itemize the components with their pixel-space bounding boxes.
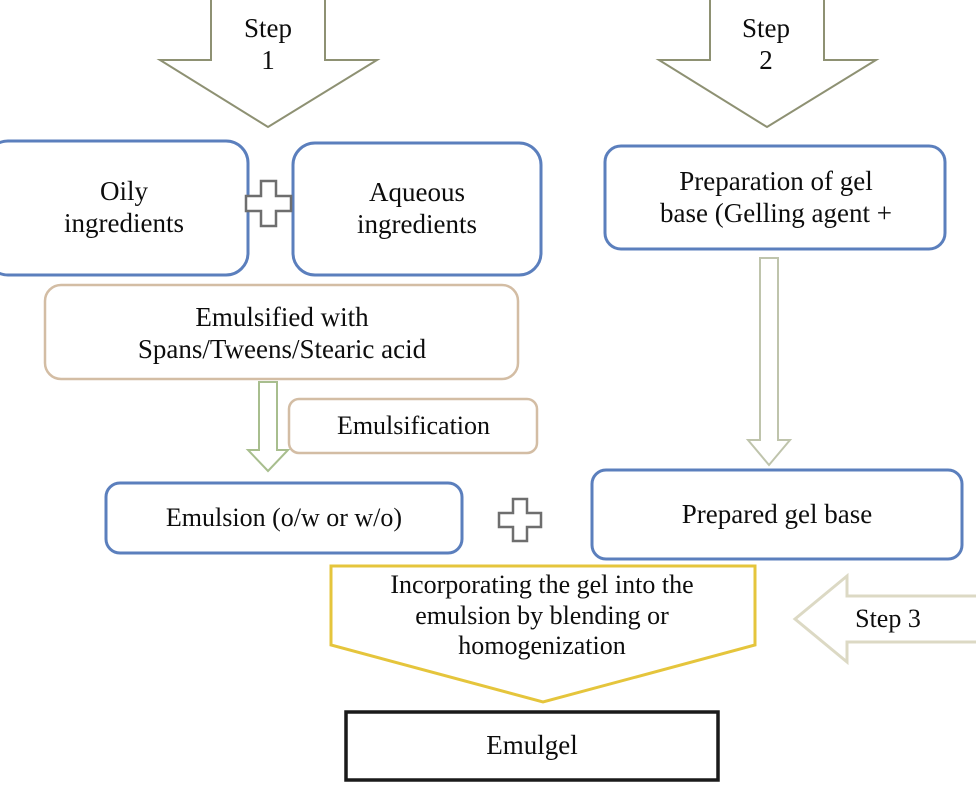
oily-ingredients-label: Oily ingredients [64,175,184,238]
plus-emulsion-gel-shape [497,497,543,543]
emulsified-with-label: Emulsified with Spans/Tweens/Stearic aci… [137,302,427,364]
incorporating-gel-label: Incorporating the gel into the emulsion … [390,569,694,661]
arrow-gelbase-down-shape [745,257,793,467]
aqueous-ingredients-label: Aqueous ingredients [357,176,477,239]
emulgel-label: Emulgel [486,730,578,761]
emulsion-label: Emulsion (o/w or w/o) [165,502,403,532]
prepared-gel-base-label: Prepared gel base [681,499,873,530]
step-1-label: Step 1 [243,13,292,75]
emulsification-label: Emulsification [336,410,491,440]
arrow-emulsification-down-shape [245,381,291,473]
plus-oily-aqueous-shape [244,179,293,228]
step-2-label: Step 2 [741,13,790,75]
step-3-label: Step 3 [855,603,921,633]
gel-base-preparation-label: Preparation of gel base (Gelling agent + [660,166,892,228]
